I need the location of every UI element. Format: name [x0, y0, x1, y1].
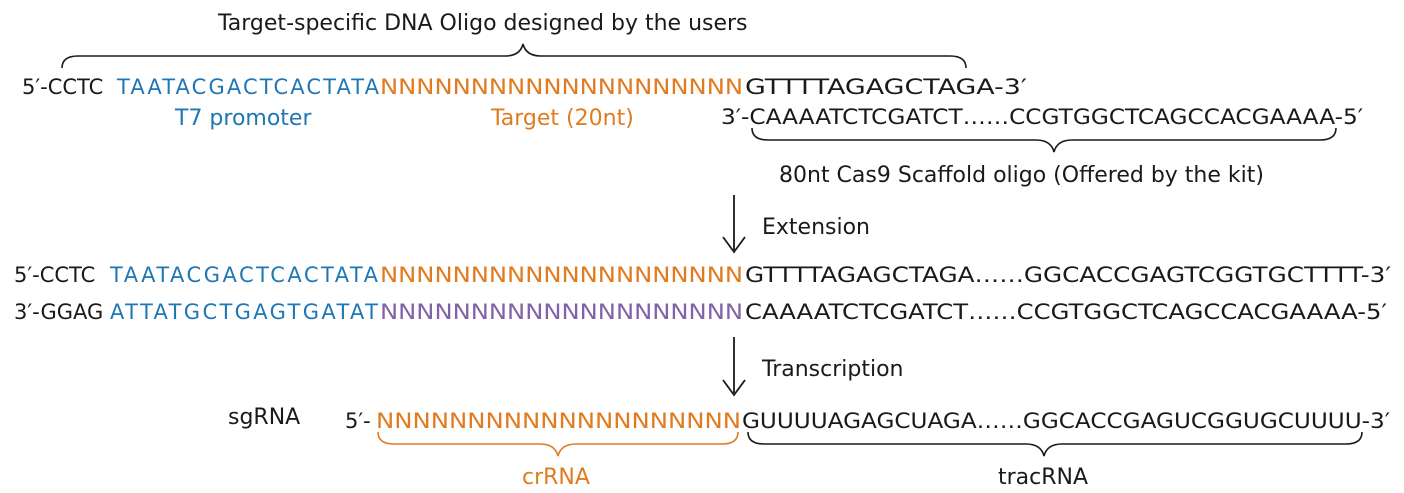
duplex-top-strand: 5′-CCTC TAATACGACTCACTATA NNNNNNNNNNNNNN… — [14, 263, 1391, 287]
duplex-top-t7: TAATACGACTCACTATA — [109, 263, 379, 287]
transcription-label: Transcription — [761, 357, 904, 382]
tracrna-label: tracRNA — [998, 465, 1088, 490]
target-label: Target (20nt) — [490, 106, 634, 131]
sgrna-prefix: 5′- — [345, 409, 371, 433]
sgrna-suffix: GUUUUAGAGCUAGA……GGCACCGAGUCGGUGCUUUU-3′ — [742, 409, 1390, 433]
extension-arrow-head — [722, 236, 746, 254]
duplex-bottom-t7: ATTATGCTGAGTGATAT — [110, 300, 378, 324]
user-oligo-strand: 5′-CCTC TAATACGACTCACTATA NNNNNNNNNNNNNN… — [22, 75, 1027, 99]
crrna-brace — [377, 431, 739, 457]
header-title: Target-specific DNA Oligo designed by th… — [217, 11, 748, 36]
t7-promoter-label: T7 promoter — [174, 106, 312, 131]
scaffold-label: 80nt Cas9 Scaffold oligo (Offered by the… — [779, 163, 1264, 188]
oligo-prefix: 5′-CCTC — [22, 75, 103, 99]
transcription-arrow-head — [722, 379, 746, 397]
oligo-target-sequence: NNNNNNNNNNNNNNNNNNNN — [380, 75, 743, 99]
duplex-top-suffix: GTTTTAGAGCTAGA……GGCACCGAGTCGGTGCTTTT-3′ — [745, 263, 1391, 287]
duplex-bottom-strand: 3′-GGAG ATTATGCTGAGTGATAT NNNNNNNNNNNNNN… — [14, 300, 1387, 324]
oligo-t7-sequence: TAATACGACTCACTATA — [116, 75, 380, 99]
scaffold-strand: 3′-CAAAATCTCGATCT……CCGTGGCTCAGCCACGAAAA-… — [721, 105, 1363, 129]
duplex-top-prefix: 5′-CCTC — [14, 263, 95, 287]
sgrna-target: NNNNNNNNNNNNNNNNNNNN — [376, 409, 741, 433]
crrna-label: crRNA — [522, 465, 590, 490]
extension-label: Extension — [762, 215, 870, 240]
sgrna-strand: 5′- NNNNNNNNNNNNNNNNNNNN GUUUUAGAGCUAGA…… — [345, 409, 1390, 433]
duplex-bottom-target: NNNNNNNNNNNNNNNNNNNN — [380, 300, 743, 324]
oligo-suffix: GTTTTAGAGCTAGA-3′ — [745, 75, 1027, 99]
duplex-top-target: NNNNNNNNNNNNNNNNNNNN — [380, 263, 743, 287]
duplex-bottom-suffix: CAAAATCTCGATCT……CCGTGGCTCAGCCACGAAAA-5′ — [745, 300, 1387, 324]
user-oligo-brace — [61, 43, 967, 69]
scaffold-brace — [751, 127, 1337, 153]
sgrna-label: sgRNA — [228, 405, 300, 430]
tracrna-brace — [747, 431, 1363, 457]
duplex-bottom-prefix: 3′-GGAG — [14, 300, 103, 324]
